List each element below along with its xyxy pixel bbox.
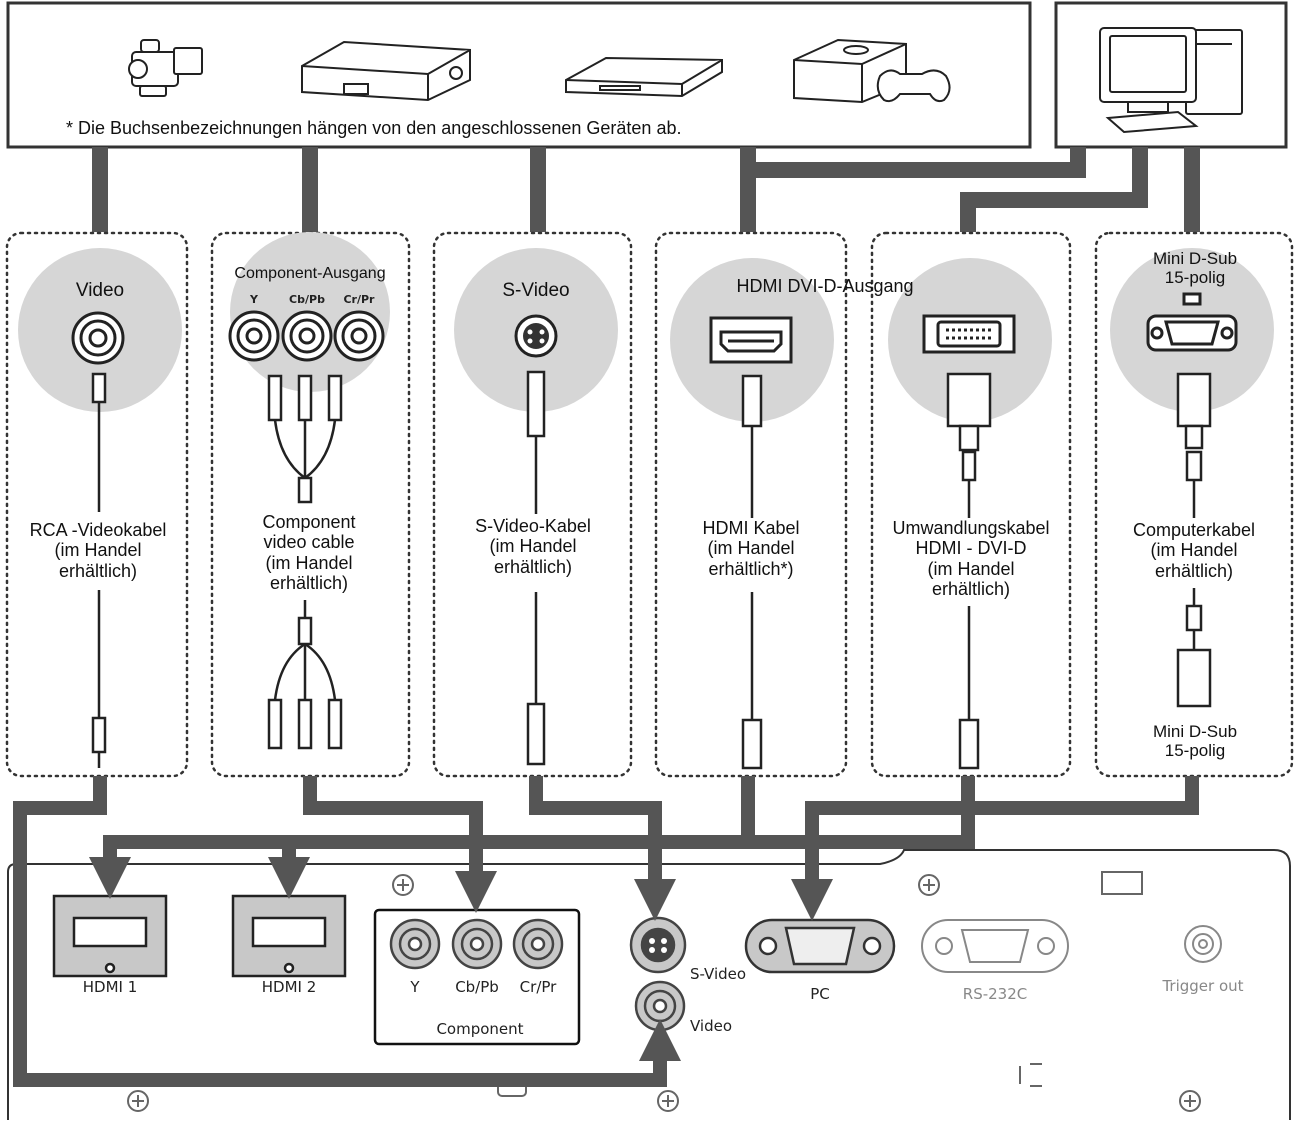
video-panel-label: Video	[690, 1017, 733, 1035]
camcorder-icon	[128, 39, 203, 97]
port-highlight-circles	[18, 232, 1274, 422]
rs232c-port	[921, 919, 1069, 973]
hdmi-jack-icon	[709, 316, 793, 364]
video-port-label: Video	[75, 280, 125, 301]
trigger-out-port	[1184, 925, 1222, 963]
cbpb-port-label: Cb/Pb	[455, 978, 499, 996]
minidsub-port-label: Mini D-Sub 15-polig	[1120, 249, 1270, 287]
vcr-icon	[301, 40, 471, 102]
dvd-player-icon	[565, 56, 723, 98]
cable-label-line: RCA -Videokabel	[29, 520, 167, 540]
cable-label-line: erhältlich)	[931, 578, 1011, 599]
svideo-panel-label: S-Video	[690, 965, 747, 983]
cable-label-line: (im Handel	[265, 552, 353, 573]
computer-cable-label: Computerkabel (im Handel erhältlich)	[1098, 520, 1290, 581]
dvi-cable-label: Umwandlungskabel HDMI - DVI-D (im Handel…	[872, 518, 1070, 599]
component-ports	[389, 918, 564, 970]
cable-label-line: (im Handel	[489, 536, 577, 557]
port-label-line: 15-polig	[1164, 741, 1226, 761]
crpr-port-label: Cr/Pr	[519, 978, 557, 996]
cable-label-line: (im Handel	[707, 538, 795, 559]
group-frames	[5, 231, 1294, 778]
svideo-port	[629, 916, 687, 974]
component-jacks-icon	[228, 310, 385, 362]
port-label-line: Mini D-Sub	[1152, 249, 1238, 268]
cable-label-line: Umwandlungskabel	[892, 518, 1050, 538]
cable-label-line: Computerkabel	[1132, 520, 1256, 540]
svideo-cable-label: S-Video-Kabel (im Handel erhältlich)	[436, 516, 630, 577]
cable-label-line: erhältlich)	[269, 572, 349, 593]
hdmi2-port	[231, 894, 347, 978]
y-port-label: Y	[410, 978, 420, 996]
cable-label-line: erhältlich)	[493, 556, 573, 577]
minidsub-bottom-label: Mini D-Sub 15-polig	[1120, 722, 1270, 760]
cable-label-line: Component	[262, 512, 356, 532]
group-cables	[91, 370, 1212, 770]
rca-jack-icon	[71, 311, 125, 365]
video-cable-label: RCA -Videokabel (im Handel erhältlich)	[10, 520, 186, 581]
port-label-line: 15-polig	[1164, 268, 1226, 288]
component-port-group-label: Component	[436, 1020, 524, 1038]
hdmi-cable-label: HDMI Kabel (im Handel erhältlich*)	[658, 518, 844, 579]
component-port-label: Component-Ausgang	[234, 265, 386, 282]
hdmi-dvi-port-label: HDMI DVI-D-Ausgang	[736, 276, 914, 296]
cable-label-line: S-Video-Kabel	[475, 516, 591, 536]
dvi-jack-icon	[922, 314, 1016, 354]
svideo-port-label: S-Video	[502, 280, 570, 301]
cable-label-line: HDMI Kabel	[702, 518, 800, 538]
cable-label-line: erhältlich)	[58, 560, 138, 581]
cable-label-line: erhältlich)	[1154, 560, 1234, 581]
computer-icon	[1099, 27, 1243, 134]
trigger-out-panel-label: Trigger out	[1162, 977, 1244, 995]
rs232c-panel-label: RS-232C	[962, 985, 1028, 1003]
component-cable-label: Component video cable (im Handel erhältl…	[214, 512, 404, 593]
cable-label-line: (im Handel	[927, 558, 1015, 579]
port-label-line: Mini D-Sub	[1152, 722, 1238, 741]
pc-port	[744, 918, 896, 974]
component-crpr-label: Cr/Pr	[343, 293, 375, 306]
vga-jack-icon	[1146, 292, 1238, 352]
source-note: * Die Buchsenbezeichnungen hängen von de…	[66, 118, 682, 138]
cable-label-line: video cable	[263, 532, 355, 553]
cable-label-line: HDMI - DVI-D	[915, 538, 1027, 559]
cable-label-line: (im Handel	[54, 540, 142, 561]
component-y-label: Y	[250, 293, 258, 306]
video-port	[634, 980, 686, 1032]
cable-label-line: erhältlich*)	[708, 558, 794, 579]
hdmi1-label: HDMI 1	[82, 978, 138, 996]
svideo-jack-icon	[514, 314, 558, 358]
hdmi1-port	[52, 894, 168, 978]
pc-panel-label: PC	[810, 985, 830, 1003]
hdmi2-label: HDMI 2	[261, 978, 317, 996]
component-cbpb-label: Cb/Pb	[289, 293, 325, 306]
cable-label-line: (im Handel	[1150, 540, 1238, 561]
source-cables	[92, 147, 1200, 232]
game-console-icon	[793, 38, 951, 104]
projector-cables	[13, 776, 1199, 1087]
